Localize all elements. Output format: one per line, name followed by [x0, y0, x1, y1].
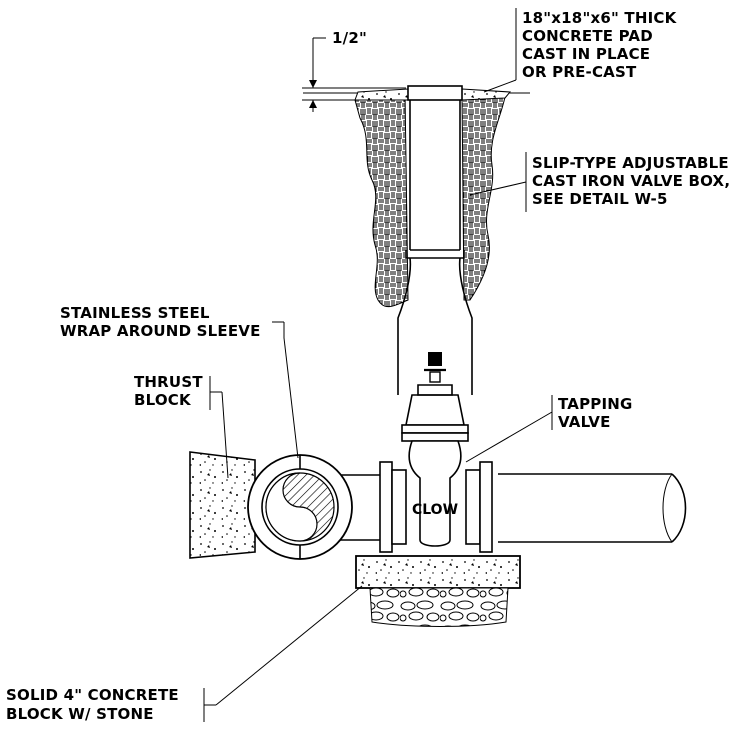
callout-sleeve: STAINLESS STEEL WRAP AROUND SLEEVE: [60, 304, 299, 459]
callout-thrust-line-2: BLOCK: [134, 391, 192, 409]
callout-valve-box-line-3: SEE DETAIL W-5: [532, 190, 668, 208]
callout-pad-line-2: CONCRETE PAD: [522, 27, 653, 45]
concrete-pad: [354, 88, 512, 101]
wrap-around-sleeve: [247, 454, 353, 560]
callout-block-line-1: SOLID 4" CONCRETE: [6, 686, 179, 704]
callout-tapping-line-2: VALVE: [558, 413, 611, 431]
callout-pad-line-1: 18"x18"x6" THICK: [522, 9, 678, 27]
callout-valve-box: SLIP-TYPE ADJUSTABLE CAST IRON VALVE BOX…: [469, 152, 730, 212]
dimension-label: 1/2": [332, 29, 367, 47]
callout-tapping-valve: TAPPING VALVE: [465, 395, 633, 463]
callout-sleeve-line-2: WRAP AROUND SLEEVE: [60, 322, 261, 340]
callout-tapping-line-1: TAPPING: [558, 395, 633, 413]
callout-pad-line-3: CAST IN PLACE: [522, 45, 650, 63]
valve-brand-label: CLOW: [412, 502, 458, 518]
sleeve-neck: [340, 474, 380, 541]
soil-backfill: [354, 92, 506, 308]
valve-flanges: [379, 461, 493, 553]
callout-concrete-block: SOLID 4" CONCRETE BLOCK W/ STONE: [6, 585, 363, 723]
callout-concrete-pad: 18"x18"x6" THICK CONCRETE PAD CAST IN PL…: [483, 8, 678, 93]
callout-block-line-2: BLOCK W/ STONE: [6, 705, 154, 723]
valve-body: [408, 440, 462, 547]
valve-box-shaft: [397, 100, 473, 395]
thrust-block: [189, 451, 256, 559]
callout-thrust-block: THRUST BLOCK: [134, 373, 229, 479]
valve-box-lid: [407, 85, 463, 101]
stone-bed: [369, 587, 509, 627]
callout-valve-box-line-2: CAST IRON VALVE BOX,: [532, 172, 730, 190]
main-pipe: [498, 473, 687, 543]
callout-valve-box-line-1: SLIP-TYPE ADJUSTABLE: [532, 154, 729, 172]
valve-bonnet: [401, 352, 469, 442]
callout-pad-line-4: OR PRE-CAST: [522, 63, 637, 81]
dimension-half-inch: 1/2": [302, 29, 406, 112]
concrete-support-block: [355, 555, 521, 589]
callout-thrust-line-1: THRUST: [134, 373, 203, 391]
callout-sleeve-line-1: STAINLESS STEEL: [60, 304, 210, 322]
